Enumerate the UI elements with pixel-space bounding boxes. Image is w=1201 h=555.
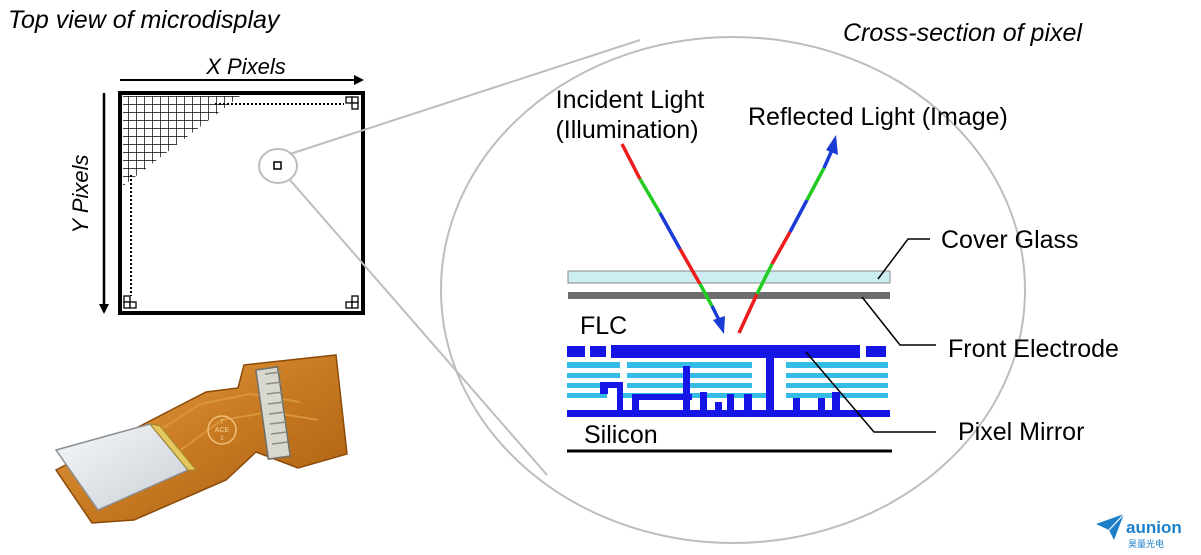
flex-trace-2	[177, 410, 319, 453]
cover-glass-label: Cover Glass	[941, 226, 1079, 254]
chip-mark-line2: ACE	[215, 427, 230, 434]
chip-mark-line3: 2	[220, 436, 224, 442]
logo-sub: 昊量光电	[1128, 538, 1164, 550]
logo-brand: aunion	[1126, 518, 1182, 537]
chip-mark-line1: T	[220, 420, 224, 426]
cross-section-title: Cross-section of pixel	[843, 19, 1083, 47]
top-view	[99, 39, 641, 476]
pixel-mirror-label: Pixel Mirror	[958, 418, 1084, 446]
corner-pixels	[123, 96, 359, 309]
reflected-light-label: Reflected Light (Image)	[748, 103, 1008, 131]
highlighted-pixel	[273, 161, 282, 170]
reflected-light-ray	[737, 135, 838, 334]
device-photo: T ACE 2	[54, 354, 348, 524]
pixel-mirror-structure	[567, 345, 890, 417]
cover-glass-layer	[567, 270, 891, 284]
incident-light-label-line2: (Illumination)	[555, 116, 698, 144]
paper-plane-icon	[1096, 514, 1124, 540]
front-electrode-label: Front Electrode	[948, 335, 1119, 363]
silicon-label: Silicon	[584, 421, 658, 449]
incident-light-label-line1: Incident Light	[556, 86, 705, 114]
cross-section	[440, 36, 1026, 544]
cross-section-circle	[440, 36, 1026, 544]
front-electrode-layer	[568, 292, 890, 299]
zoom-line-bottom	[289, 179, 548, 476]
zoom-line-top	[289, 39, 641, 155]
front-electrode-leader	[861, 296, 936, 346]
pixel-grid	[123, 96, 240, 186]
aunion-logo: aunion 昊量光电	[1096, 513, 1182, 550]
flc-label: FLC	[580, 312, 627, 340]
pixel-highlight-circle	[258, 148, 298, 184]
cover-glass-leader	[877, 238, 930, 280]
incident-light-ray	[620, 143, 725, 334]
connector-pins	[264, 371, 289, 445]
chip-mark-circle	[207, 415, 237, 445]
x-pixels-label: X Pixels	[205, 54, 285, 79]
y-pixels-label: Y Pixels	[68, 154, 93, 233]
glass-edge	[148, 423, 198, 471]
pixel-mirror-leader	[805, 351, 936, 433]
top-view-title: Top view of microdisplay	[8, 6, 281, 34]
